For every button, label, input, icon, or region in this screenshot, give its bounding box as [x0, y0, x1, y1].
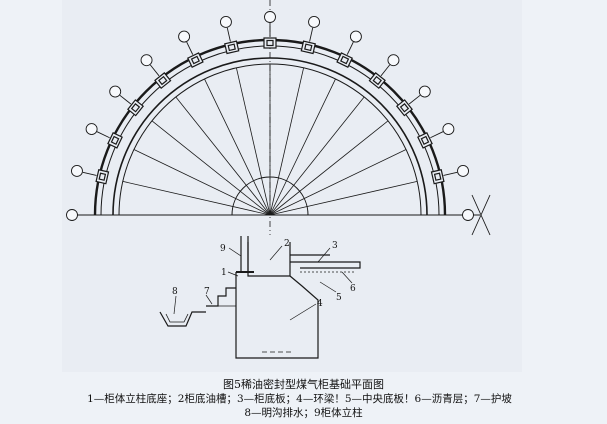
column-balloon — [418, 85, 431, 98]
balloon-leader — [408, 94, 421, 105]
radial-spoke — [204, 78, 271, 216]
leader-4 — [289, 303, 317, 321]
column-balloon — [109, 85, 122, 98]
balloon-leader — [346, 41, 354, 55]
figure-title: 图5稀油密封型煤气柜基础平面图 — [223, 378, 384, 391]
balloon-leader — [82, 171, 97, 176]
oil-tank — [247, 242, 291, 277]
balloon-leader — [96, 131, 110, 139]
label-2: 2 — [284, 239, 290, 249]
column-balloon — [387, 54, 400, 67]
radial-spoke — [133, 149, 271, 216]
column-balloon — [85, 123, 98, 136]
balloon-leader — [119, 94, 132, 105]
leader-3 — [317, 247, 331, 263]
column-base-pad — [224, 40, 240, 55]
balloon-leader — [226, 27, 231, 42]
column-base-pad — [336, 52, 354, 68]
column-balloon — [140, 54, 153, 67]
balloon-leader — [443, 171, 458, 176]
scan-area — [62, 0, 522, 372]
column-balloons — [66, 11, 474, 221]
leader-1 — [227, 271, 239, 277]
column-base-pad — [95, 169, 110, 185]
column-base-pad — [263, 37, 277, 49]
radial-spoke — [175, 96, 271, 216]
column-balloon — [349, 30, 362, 43]
column-base-pad — [395, 99, 413, 117]
leader-5 — [319, 281, 337, 293]
label-7: 7 — [204, 287, 210, 297]
column-base-pad — [127, 99, 145, 117]
balloon-leader — [186, 41, 194, 55]
axis-mark-line-b — [471, 194, 491, 236]
radial-spokes — [119, 64, 421, 216]
column-base-pad — [186, 52, 204, 68]
column-balloon — [457, 164, 469, 177]
label-3: 3 — [332, 241, 338, 251]
plan-view — [66, 0, 491, 236]
inner-ring-outer-edge — [112, 57, 428, 216]
balloon-leader — [430, 131, 444, 139]
column-balloon — [219, 16, 232, 28]
label-8: 8 — [172, 287, 178, 297]
radial-spoke — [269, 181, 418, 216]
section-detail — [159, 236, 361, 359]
drainage-ditch — [159, 311, 206, 327]
column-base-pad — [107, 131, 123, 149]
column-balloon — [462, 209, 474, 221]
leader-9 — [228, 247, 242, 257]
drainage-ditch-inner — [165, 313, 189, 323]
column-balloon — [264, 11, 276, 23]
radial-spoke — [269, 67, 304, 216]
radial-spoke — [122, 181, 271, 216]
label-6: 6 — [350, 284, 356, 294]
radial-spoke — [269, 120, 389, 216]
balloon-leader — [149, 64, 160, 77]
column-balloon — [442, 123, 455, 136]
leader-8 — [173, 295, 177, 315]
radial-spoke — [151, 120, 271, 216]
radial-spoke — [236, 67, 271, 216]
balloon-leader — [309, 27, 314, 42]
column-base-pad — [430, 169, 445, 185]
column-base-pad — [417, 131, 433, 149]
ring-beam — [235, 272, 319, 359]
leader-6 — [341, 271, 353, 284]
bottom-plate — [290, 261, 361, 269]
label-5: 5 — [336, 293, 342, 303]
legend-line-2: 8—明沟排水；9柜体立柱 — [244, 407, 363, 419]
leader-2 — [269, 245, 283, 261]
leader-7 — [205, 294, 213, 305]
label-4: 4 — [317, 299, 323, 309]
column-balloon — [71, 164, 83, 177]
legend-line-1: 1—柜体立柱底座；2柜底油槽；3—柜底板；4—环梁！5—中央底板！6—沥青层；7… — [87, 393, 512, 405]
column-balloon — [308, 16, 321, 28]
radial-spoke — [269, 96, 365, 216]
label-9: 9 — [220, 244, 226, 254]
label-1: 1 — [221, 268, 227, 278]
column-balloon — [178, 30, 191, 43]
column-base-pad — [368, 72, 386, 90]
column-balloon — [66, 209, 78, 221]
radial-spoke — [269, 149, 407, 216]
balloon-leader — [380, 64, 391, 77]
column-base-pad — [154, 72, 172, 90]
column-base-pads — [95, 37, 445, 185]
radial-spoke — [269, 78, 336, 216]
column-base-pad — [300, 40, 316, 55]
